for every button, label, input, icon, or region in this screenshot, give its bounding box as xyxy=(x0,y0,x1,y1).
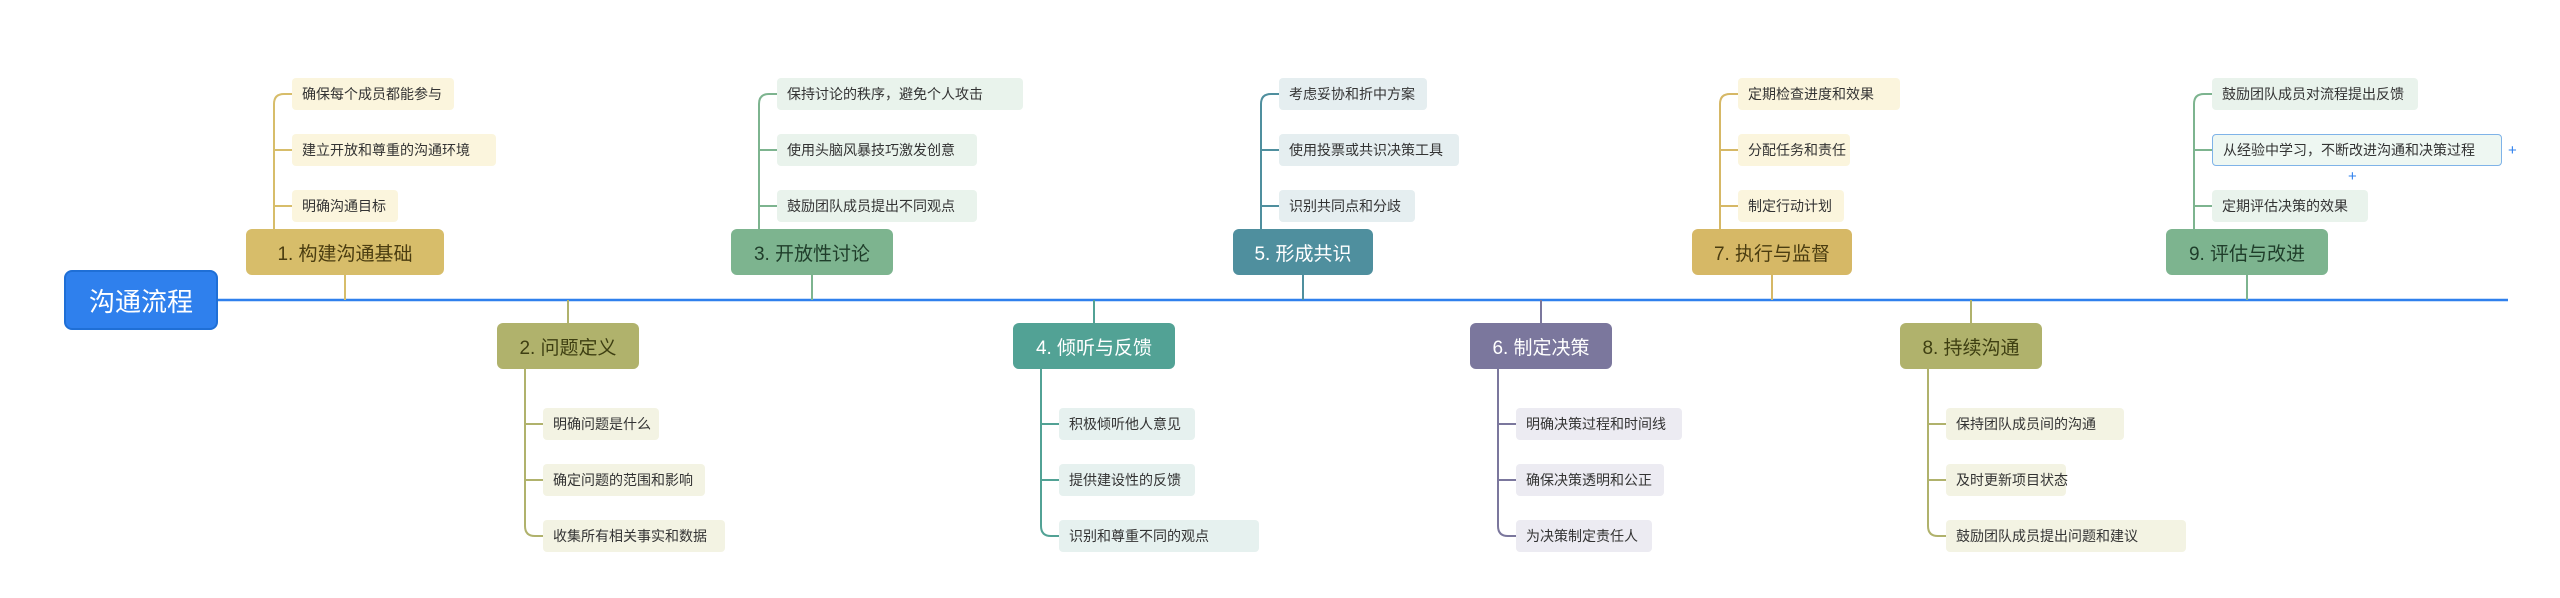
leaf-node[interactable]: 确保每个成员都能参与 xyxy=(292,78,454,110)
leaf-node[interactable]: 积极倾听他人意见 xyxy=(1059,408,1195,440)
branch-node[interactable]: 8. 持续沟通 xyxy=(1900,323,2042,369)
branch-node[interactable]: 6. 制定决策 xyxy=(1470,323,1612,369)
leaf-node[interactable]: 确保决策透明和公正 xyxy=(1516,464,1664,496)
leaf-node[interactable]: 保持讨论的秩序，避免个人攻击 xyxy=(777,78,1023,110)
leaf-node[interactable]: 确定问题的范围和影响 xyxy=(543,464,705,496)
leaf-node[interactable]: 明确沟通目标 xyxy=(292,190,398,222)
leaf-node[interactable]: 从经验中学习，不断改进沟通和决策过程 xyxy=(2212,134,2502,166)
leaf-node[interactable]: 明确决策过程和时间线 xyxy=(1516,408,1682,440)
leaf-node[interactable]: 定期检查进度和效果 xyxy=(1738,78,1900,110)
leaf-node[interactable]: 收集所有相关事实和数据 xyxy=(543,520,725,552)
branch-node[interactable]: 5. 形成共识 xyxy=(1233,229,1373,275)
leaf-node[interactable]: 为决策制定责任人 xyxy=(1516,520,1652,552)
root-node[interactable]: 沟通流程 xyxy=(64,270,218,330)
branch-node[interactable]: 1. 构建沟通基础 xyxy=(246,229,444,275)
leaf-node[interactable]: 建立开放和尊重的沟通环境 xyxy=(292,134,496,166)
branch-node[interactable]: 3. 开放性讨论 xyxy=(731,229,893,275)
leaf-node[interactable]: 及时更新项目状态 xyxy=(1946,464,2068,496)
leaf-node[interactable]: 保持团队成员间的沟通 xyxy=(1946,408,2124,440)
branch-node[interactable]: 4. 倾听与反馈 xyxy=(1013,323,1175,369)
leaf-node[interactable]: 制定行动计划 xyxy=(1738,190,1844,222)
branch-node[interactable]: 2. 问题定义 xyxy=(497,323,639,369)
leaf-node[interactable]: 提供建设性的反馈 xyxy=(1059,464,1195,496)
leaf-node[interactable]: 定期评估决策的效果 xyxy=(2212,190,2368,222)
leaf-node[interactable]: 鼓励团队成员提出不同观点 xyxy=(777,190,977,222)
leaf-node[interactable]: 考虑妥协和折中方案 xyxy=(1279,78,1427,110)
add-sibling-icon[interactable]: + xyxy=(2508,142,2517,159)
leaf-node[interactable]: 分配任务和责任 xyxy=(1738,134,1850,166)
branch-node[interactable]: 9. 评估与改进 xyxy=(2166,229,2328,275)
leaf-node[interactable]: 鼓励团队成员对流程提出反馈 xyxy=(2212,78,2418,110)
leaf-node[interactable]: 使用头脑风暴技巧激发创意 xyxy=(777,134,977,166)
add-child-icon[interactable]: + xyxy=(2348,168,2357,185)
leaf-node[interactable]: 识别和尊重不同的观点 xyxy=(1059,520,1259,552)
branch-node[interactable]: 7. 执行与监督 xyxy=(1692,229,1852,275)
leaf-node[interactable]: 使用投票或共识决策工具 xyxy=(1279,134,1459,166)
leaf-node[interactable]: 识别共同点和分歧 xyxy=(1279,190,1415,222)
leaf-node[interactable]: 鼓励团队成员提出问题和建议 xyxy=(1946,520,2186,552)
leaf-node[interactable]: 明确问题是什么 xyxy=(543,408,659,440)
